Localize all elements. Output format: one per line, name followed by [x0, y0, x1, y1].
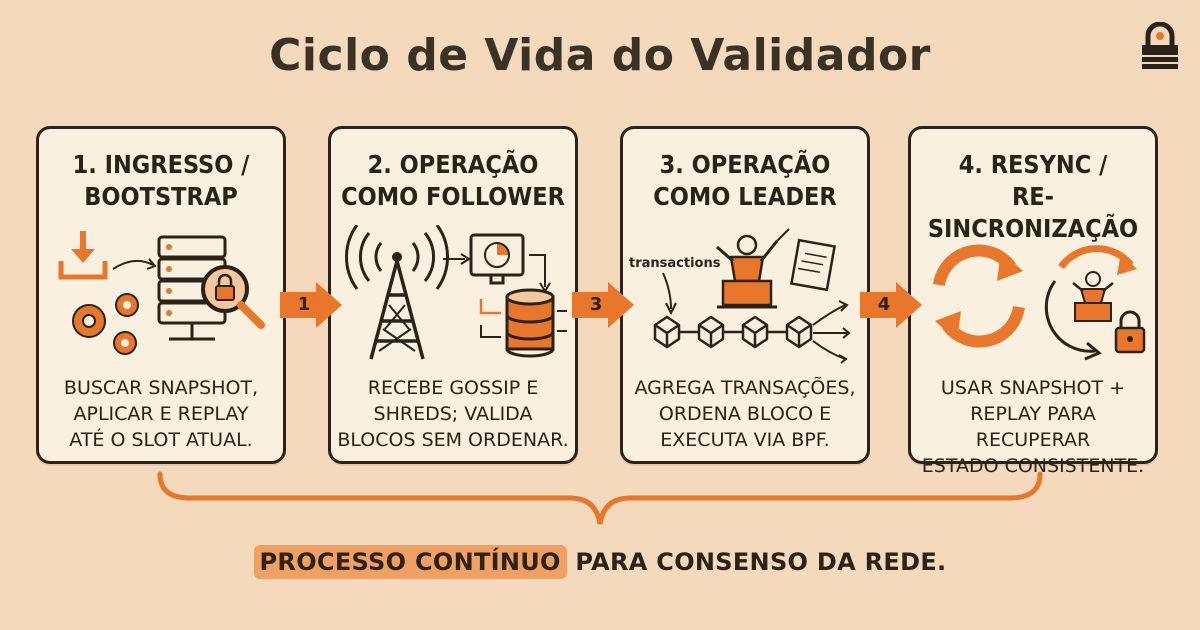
page-title: Ciclo de Vida do Validador [269, 30, 931, 81]
leader-podium-icon [1044, 245, 1137, 361]
footer-text: PARA CONSENSO DA REDE. [566, 548, 947, 576]
footer-highlight: PROCESSO CONTÍNUO [253, 545, 567, 579]
arrow-number: 3 [589, 294, 603, 315]
arrow-right-icon [572, 282, 634, 328]
connector-arrow-1: 1 [280, 282, 344, 328]
conductor-icon [716, 228, 790, 309]
stage-description-line: SHREDS; VALIDA [373, 403, 533, 425]
stage-title-line: BOOTSTRAP [84, 182, 238, 211]
stage-title: 4. RESYNC / RE-SINCRONIZAÇÃO [911, 149, 1155, 245]
stage-description-line: REPLAY PARA RECUPERAR [970, 403, 1096, 451]
leader-illustration: transactions [629, 228, 851, 364]
stage-description-line: ESTADO CONSISTENTE. [921, 455, 1145, 477]
stage-description-line: USAR SNAPSHOT + [940, 377, 1126, 399]
stage-title: 1. INGRESSO / BOOTSTRAP [39, 149, 283, 213]
stage-title-line: 3. OPERAÇÃO [659, 150, 831, 179]
lock-icon [1114, 310, 1146, 354]
stage-description-line: AGREGA TRANSAÇÕES, [634, 377, 856, 399]
block-chain-icon [653, 300, 851, 364]
stage-title: 3. OPERAÇÃO COMO LEADER [623, 149, 867, 213]
stage-description: USAR SNAPSHOT + REPLAY PARA RECUPERAR ES… [911, 375, 1155, 479]
stage-description: AGREGA TRANSAÇÕES, ORDENA BLOCO E EXECUT… [623, 375, 867, 453]
stage-description: BUSCAR SNAPSHOT, APLICAR E REPLAY ATÉ O … [39, 375, 283, 453]
arrow-number: 4 [877, 294, 891, 315]
resync-illustration [933, 244, 1146, 361]
stage-title-line: 1. INGRESSO / [72, 150, 250, 179]
magnifier-icon [201, 265, 265, 329]
lock-icon [215, 273, 235, 301]
download-icon [58, 231, 157, 280]
stage-description-line: RECEBE GOSSIP E [367, 377, 539, 399]
stage-card-leader: 3. OPERAÇÃO COMO LEADER transactions [620, 126, 870, 464]
database-icon [505, 288, 555, 358]
transactions-label: transactions [629, 256, 721, 271]
curly-brace-icon [157, 471, 1043, 525]
stage-description: RECEBE GOSSIP E SHREDS; VALIDA BLOCOS SE… [331, 375, 575, 453]
follower-illustration [344, 225, 567, 360]
stage-card-follower: 2. OPERAÇÃO COMO FOLLOWER [328, 126, 578, 464]
stage-title-line: RE-SINCRONIZAÇÃO [927, 182, 1139, 243]
gear-icon [72, 293, 139, 355]
stage-title-line: 4. RESYNC / [958, 150, 1108, 179]
arrow-right-icon [860, 282, 922, 328]
stage-description-line: ATÉ O SLOT ATUAL. [69, 429, 253, 451]
footer-caption: PROCESSO CONTÍNUO PARA CONSENSO DA REDE. [0, 545, 1200, 579]
antenna-tower-icon [344, 225, 450, 360]
lock-logo-icon [1142, 22, 1178, 69]
connector-arrow-3: 3 [572, 282, 636, 328]
arrow-number: 1 [297, 294, 311, 315]
stage-description-line: BUSCAR SNAPSHOT, [63, 377, 259, 399]
sheet-music-icon [790, 238, 836, 292]
arrow-right-icon [280, 282, 342, 328]
monitor-chart-icon [469, 233, 525, 285]
stage-description-line: APLICAR E REPLAY [73, 403, 249, 425]
connector-arrow-4: 4 [860, 282, 924, 328]
stage-card-resync: 4. RESYNC / RE-SINCRONIZAÇÃO USAR SNAPSH… [908, 126, 1158, 477]
stage-card-ingresso: 1. INGRESSO / BOOTSTRAP [36, 126, 286, 464]
stage-title-line: 2. OPERAÇÃO [367, 150, 539, 179]
bootstrap-illustration [58, 231, 265, 355]
stage-description-line: ORDENA BLOCO E [658, 403, 832, 425]
stage-description-line: EXECUTA VIA BPF. [660, 429, 830, 451]
stage-title: 2. OPERAÇÃO COMO FOLLOWER [331, 149, 575, 213]
stage-description-line: BLOCOS SEM ORDENAR. [337, 429, 569, 451]
sync-arrows-icon [933, 244, 1025, 348]
stage-title-line: COMO FOLLOWER [341, 182, 565, 211]
stage-title-line: COMO LEADER [653, 182, 837, 211]
